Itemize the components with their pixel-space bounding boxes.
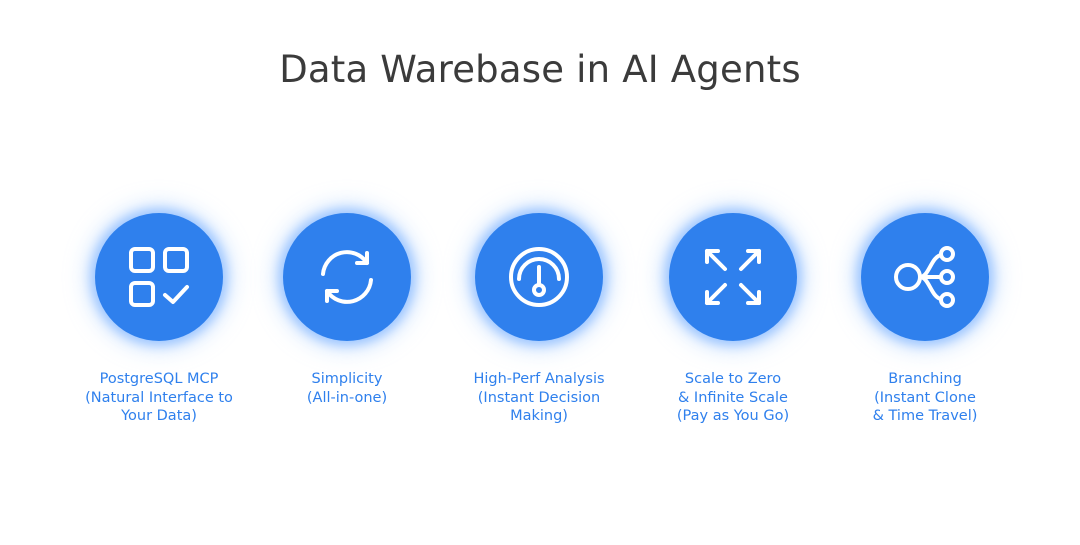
feature-label: Scale to Zero & Infinite Scale (Pay as Y…	[633, 370, 833, 426]
expand-arrows-icon	[705, 249, 761, 305]
feature-label-line: (All-in-one)	[306, 389, 388, 406]
feature-circle	[283, 213, 411, 341]
grid-check-icon	[129, 247, 189, 307]
feature-label: PostgreSQL MCP (Natural Interface to You…	[59, 370, 259, 426]
feature-label-line: (Instant Decision	[477, 389, 601, 406]
feature-label-line: & Time Travel)	[872, 408, 978, 424]
feature-label-line: & Infinite Scale	[678, 389, 788, 406]
feature-circle	[669, 213, 797, 341]
feature-label-line: Making)	[510, 408, 568, 424]
feature-label: Simplicity (All-in-one)	[247, 370, 447, 407]
feature-circle	[475, 213, 603, 341]
feature-scale-to-zero: Scale to Zero & Infinite Scale (Pay as Y…	[633, 0, 833, 545]
feature-circle	[861, 213, 989, 341]
feature-label-line: Simplicity	[311, 371, 383, 387]
feature-label: Branching (Instant Clone & Time Travel)	[825, 370, 1025, 426]
feature-branching: Branching (Instant Clone & Time Travel)	[825, 0, 1025, 545]
feature-label-line: High-Perf Analysis	[473, 371, 605, 387]
feature-postgresql-mcp: PostgreSQL MCP (Natural Interface to You…	[59, 0, 259, 545]
feature-label: High-Perf Analysis (Instant Decision Mak…	[439, 370, 639, 426]
branching-icon	[894, 246, 955, 308]
feature-label-line: Branching	[888, 371, 962, 387]
feature-circle	[95, 213, 223, 341]
feature-label-line: (Natural Interface to	[85, 389, 233, 406]
feature-label-line: Your Data)	[121, 408, 197, 424]
feature-label-line: (Pay as You Go)	[676, 408, 790, 424]
feature-label-line: (Instant Clone	[874, 389, 976, 406]
gauge-icon	[509, 247, 569, 307]
refresh-cycle-icon	[321, 250, 373, 304]
feature-high-perf-analysis: High-Perf Analysis (Instant Decision Mak…	[439, 0, 639, 545]
feature-simplicity: Simplicity (All-in-one)	[247, 0, 447, 545]
feature-label-line: PostgreSQL MCP	[99, 371, 219, 387]
feature-label-line: Scale to Zero	[684, 371, 782, 387]
page-title: Data Warebase in AI Agents	[279, 48, 801, 91]
